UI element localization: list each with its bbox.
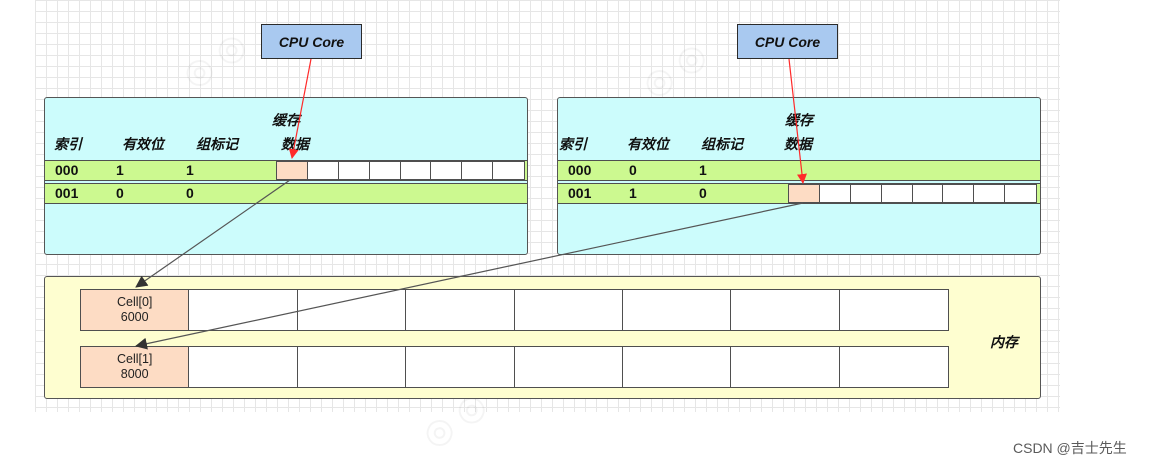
- memory-cell: [514, 347, 623, 387]
- footer-credit: CSDN @吉士先生: [1013, 440, 1127, 456]
- data-slot: [462, 162, 494, 179]
- memory-cell: [406, 290, 515, 330]
- data-slot: [974, 185, 1006, 202]
- memory-box: Cell[0] 6000 Cell[1] 8000 内存: [44, 276, 1041, 399]
- cell-name: Cell[1]: [116, 352, 153, 366]
- cache-box-1: 缓存 索引 有效位 组标记 数据 000 1 1 001 0 0: [44, 97, 528, 255]
- memory-cell: [406, 347, 515, 387]
- header-index: 索引: [54, 136, 82, 152]
- data-slot: [369, 162, 401, 179]
- row-tag: 1: [699, 162, 707, 178]
- memory-cell: [731, 290, 840, 330]
- data-slot: [1005, 185, 1036, 202]
- cell-name: Cell[0]: [116, 295, 153, 309]
- data-slot: [819, 185, 851, 202]
- memory-row: Cell[0] 6000: [80, 289, 949, 331]
- data-slots: [276, 161, 525, 180]
- header-tag: 组标记: [196, 136, 238, 152]
- header-valid: 有效位: [122, 136, 164, 152]
- data-slot: [881, 185, 913, 202]
- data-slot: [912, 185, 944, 202]
- data-slot-highlighted: [789, 185, 820, 202]
- memory-cell-highlighted: Cell[0] 6000: [81, 290, 190, 330]
- cache-title: 缓存: [272, 112, 300, 128]
- row-valid: 0: [629, 162, 637, 178]
- cpu-core-2: CPU Core: [737, 24, 838, 59]
- data-slot: [493, 162, 524, 179]
- cpu2-to-cache-arrow: [788, 58, 807, 184]
- cache1-to-memory-arrow: [135, 179, 291, 288]
- row-index: 000: [568, 162, 592, 178]
- header-valid: 有效位: [627, 136, 669, 152]
- memory-cell: [297, 290, 407, 330]
- memory-cell: [839, 347, 948, 387]
- data-slot: [431, 162, 463, 179]
- memory-cell: [839, 290, 948, 330]
- header-tag: 组标记: [701, 136, 743, 152]
- row-index: 001: [55, 185, 79, 201]
- row-tag: 0: [186, 185, 194, 201]
- row-valid: 1: [116, 162, 124, 178]
- row-index: 000: [55, 162, 79, 178]
- row-valid: 1: [629, 185, 637, 201]
- data-slot: [850, 185, 882, 202]
- data-slot: [943, 185, 975, 202]
- data-slots: [788, 184, 1037, 203]
- cache-row: 000 1 1: [45, 160, 527, 181]
- memory-cell: [622, 290, 732, 330]
- header-index: 索引: [559, 136, 587, 152]
- memory-cell-highlighted: Cell[1] 8000: [81, 347, 190, 387]
- memory-cell: [189, 347, 298, 387]
- memory-row: Cell[1] 8000: [80, 346, 949, 388]
- cache-row: 001 1 0: [558, 183, 1040, 204]
- row-tag: 0: [699, 185, 707, 201]
- cpu1-to-cache-arrow: [288, 58, 312, 159]
- cell-value: 6000: [120, 310, 149, 324]
- cpu-core-label: CPU Core: [278, 33, 345, 50]
- cell-value: 8000: [120, 367, 149, 381]
- memory-label: 内存: [990, 334, 1018, 350]
- row-valid: 0: [116, 185, 124, 201]
- cache2-to-memory-arrow: [135, 202, 804, 350]
- cache-title: 缓存: [785, 112, 813, 128]
- memory-cell: [514, 290, 623, 330]
- data-slot: [307, 162, 339, 179]
- memory-cell: [731, 347, 840, 387]
- data-slot: [338, 162, 370, 179]
- row-index: 001: [568, 185, 592, 201]
- memory-cell: [297, 347, 407, 387]
- memory-cell: [622, 347, 732, 387]
- data-slot: [400, 162, 432, 179]
- row-tag: 1: [186, 162, 194, 178]
- cpu-core-1: CPU Core: [261, 24, 362, 59]
- cpu-core-label: CPU Core: [754, 33, 821, 50]
- data-slot-highlighted: [277, 162, 308, 179]
